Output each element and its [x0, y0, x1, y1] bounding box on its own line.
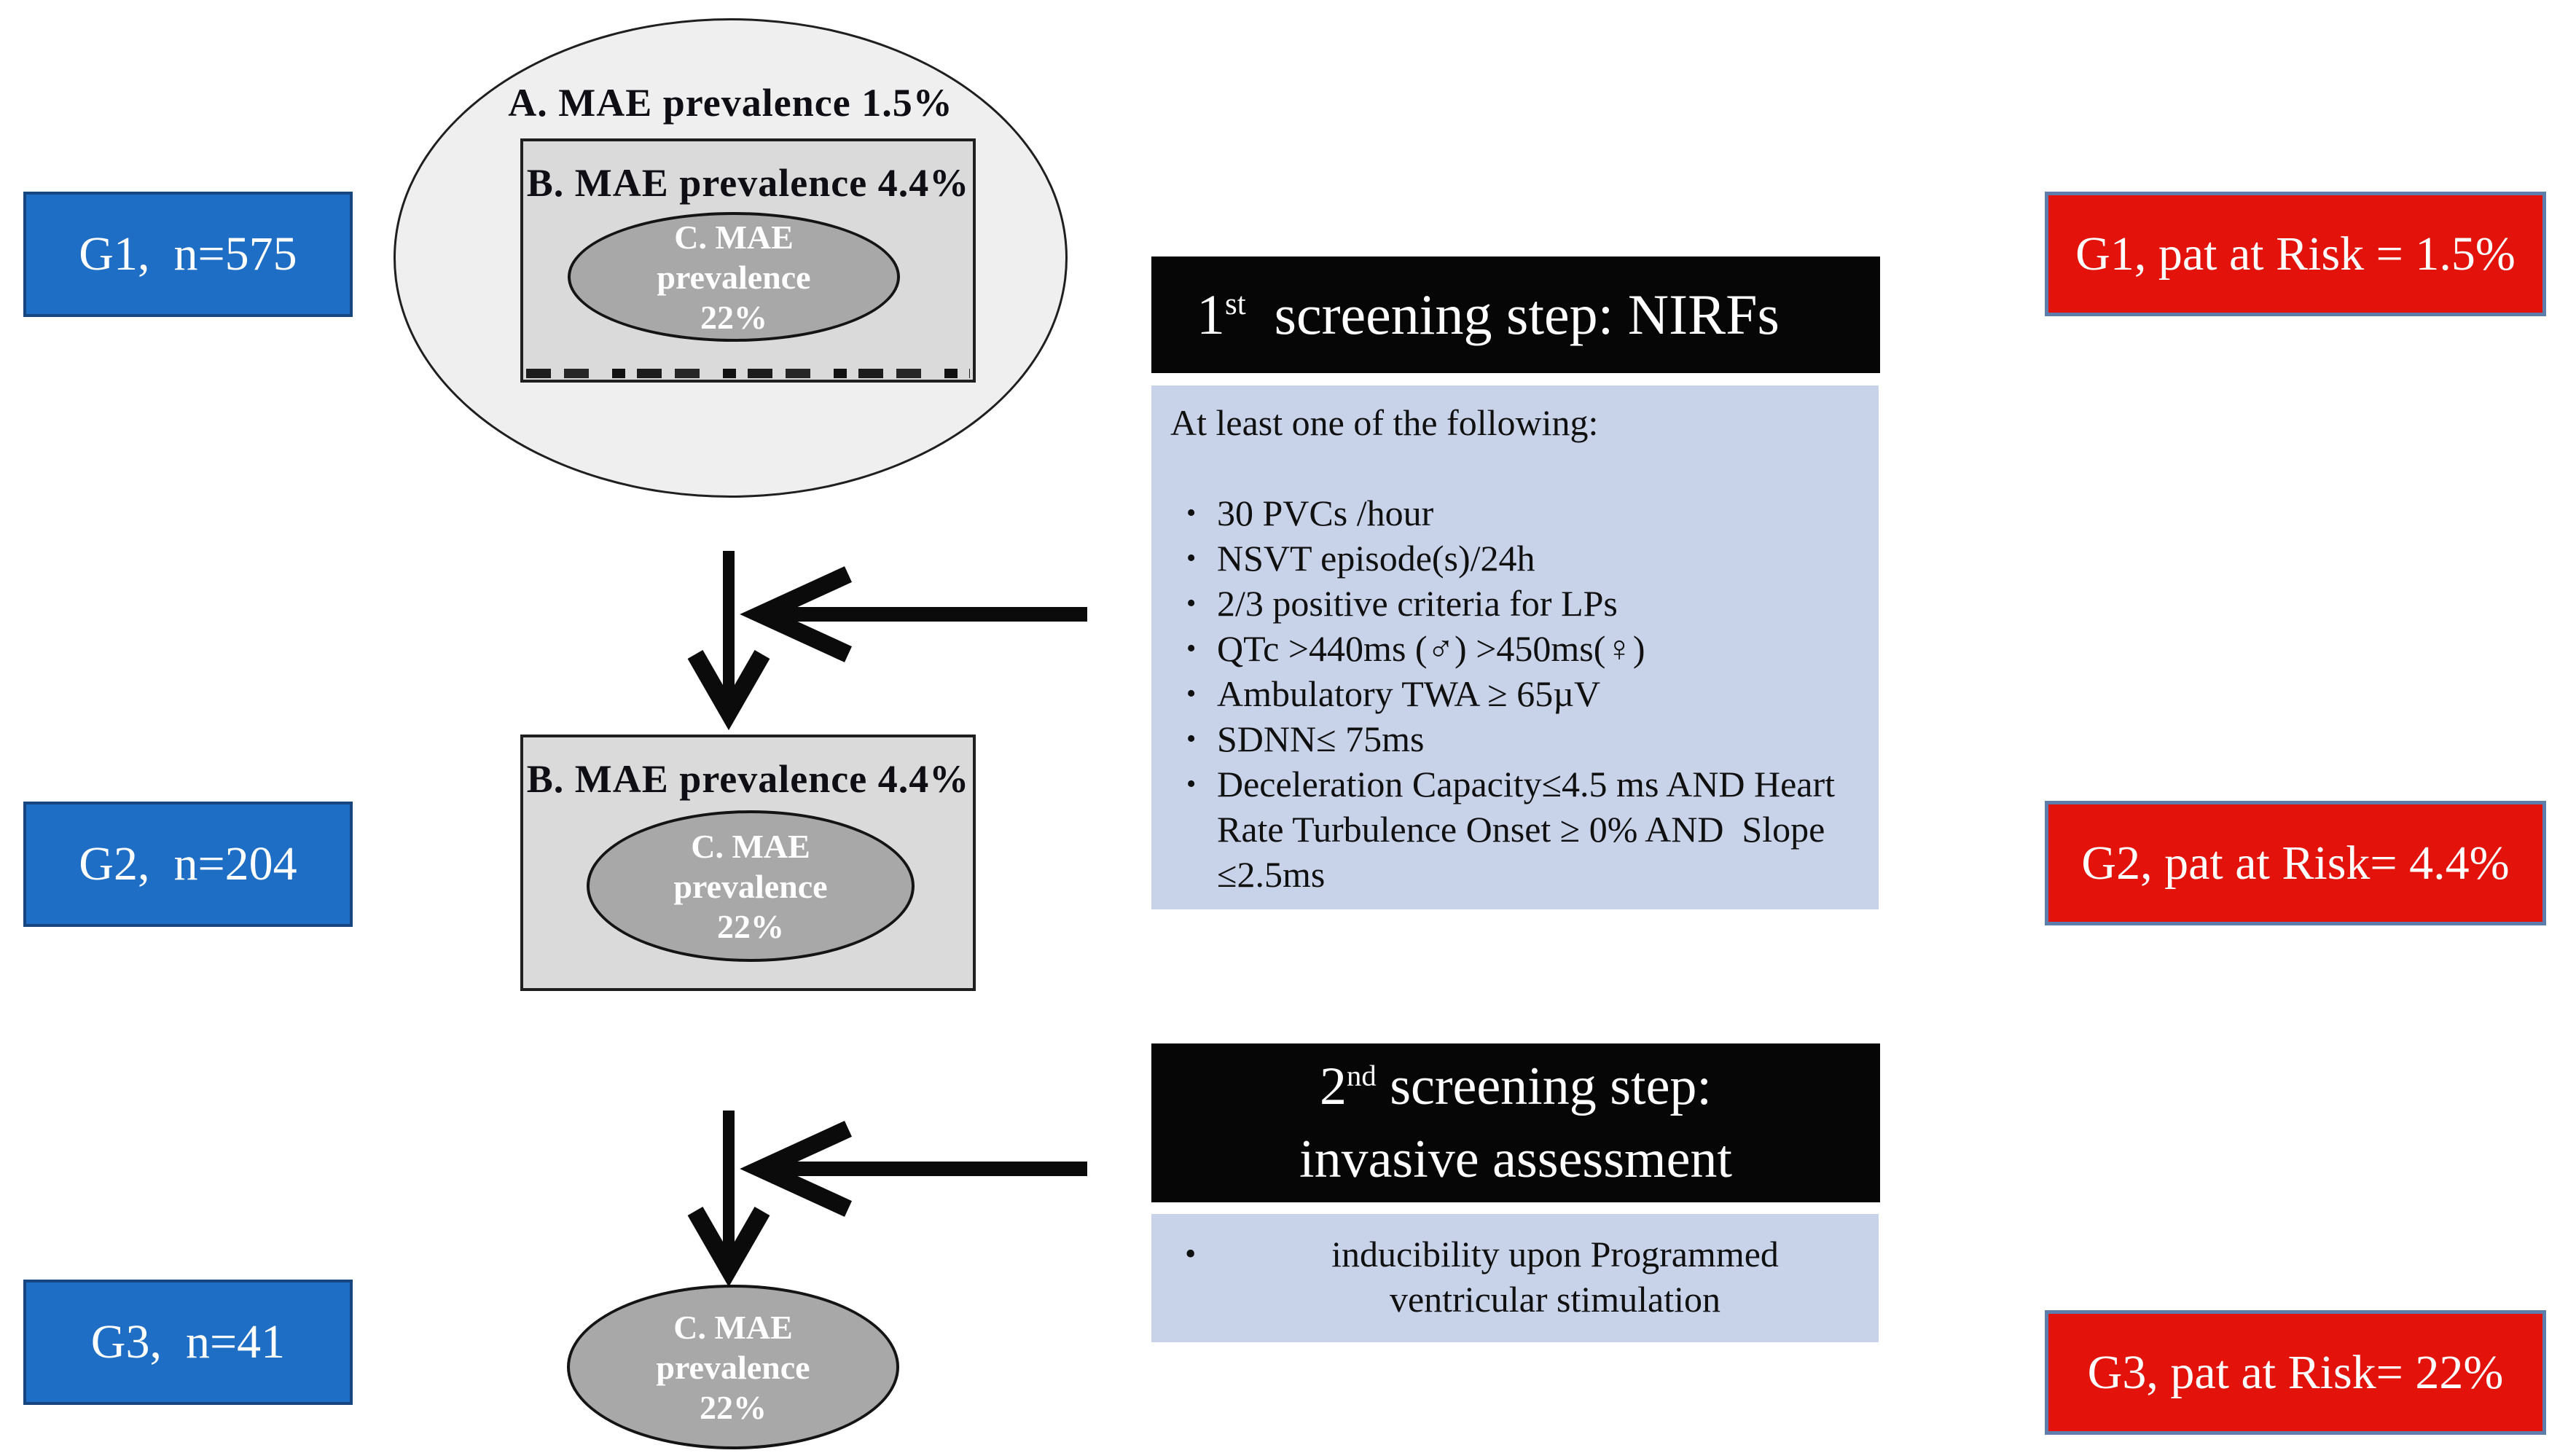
bullet-icon: • [1186, 724, 1197, 754]
c-label-line3: 22% [700, 298, 767, 336]
g1-risk-label: G1, pat at Risk = 1.5% [2075, 227, 2516, 281]
g3-count-label: G3, n=41 [90, 1315, 286, 1368]
criteria-item: inducibility upon Programmed ventricular… [1331, 1234, 1779, 1320]
venn-ellipse-c-bottom: C. MAE prevalence 22% [567, 1285, 899, 1449]
g1-count-box: G1, n=575 [23, 192, 353, 317]
g3-count-box: G3, n=41 [23, 1280, 353, 1405]
c-label-line2: prevalence [656, 1348, 810, 1386]
venn-ellipse-c-top: C. MAE prevalence 22% [568, 212, 900, 342]
bullet-icon: • [1186, 588, 1197, 619]
criteria-item: • SDNN≤ 75ms [1170, 716, 1858, 761]
c-label-line1: C. MAE [674, 218, 794, 256]
bullet-icon: • [1186, 543, 1197, 573]
step2-header: 2nd screening step: invasive assessment [1151, 1043, 1880, 1202]
left-arrow-1 [740, 566, 1087, 662]
down-arrow-1 [687, 551, 770, 731]
g1-count-label: G1, n=575 [79, 227, 297, 281]
c-label-line3: 22% [700, 1388, 767, 1426]
g1-risk-box: G1, pat at Risk = 1.5% [2045, 192, 2546, 316]
c-label-line1: C. MAE [673, 1308, 793, 1346]
g2-risk-label: G2, pat at Risk= 4.4% [2081, 836, 2510, 890]
g2-count-label: G2, n=204 [79, 837, 297, 890]
venn-label-a: A. MAE prevalence 1.5% [508, 81, 953, 125]
bullet-icon: • [1186, 769, 1197, 799]
criteria-item: • QTc >440ms (♂) >450ms(♀) [1170, 626, 1858, 671]
bullet-icon: • [1186, 678, 1197, 709]
step2-title-line1: 2nd screening step: [1320, 1057, 1712, 1116]
clipped-text-artifact [526, 369, 970, 378]
g3-risk-box: G3, pat at Risk= 22% [2045, 1310, 2546, 1435]
step1-header: 1st screening step: NIRFs [1151, 256, 1880, 373]
c-label-line3: 22% [717, 907, 784, 945]
step2-criteria-box: • inducibility upon Programmed ventricul… [1151, 1214, 1879, 1342]
bullet-icon: • [1186, 498, 1197, 528]
down-arrow-2 [687, 1111, 770, 1288]
criteria-item: • Ambulatory TWA ≥ 65µV [1170, 671, 1858, 716]
venn-label-b-mid: B. MAE prevalence 4.4% [526, 757, 970, 801]
criteria-item: • 30 PVCs /hour [1170, 490, 1858, 536]
step1-title: 1st screening step: NIRFs [1197, 283, 1780, 346]
criteria-item: • Deceleration Capacity≤4.5 ms AND Heart… [1170, 761, 1858, 897]
g2-count-box: G2, n=204 [23, 802, 353, 927]
c-label-line2: prevalence [657, 258, 811, 296]
criteria-item: • 2/3 positive criteria for LPs [1170, 581, 1858, 626]
g2-risk-box: G2, pat at Risk= 4.4% [2045, 801, 2546, 925]
step2-title-line2: invasive assessment [1299, 1129, 1732, 1189]
bullet-icon: • [1186, 633, 1197, 664]
left-arrow-2 [740, 1121, 1087, 1217]
c-label-line2: prevalence [673, 867, 828, 905]
c-label-line1: C. MAE [691, 827, 810, 865]
venn-ellipse-c-mid: C. MAE prevalence 22% [587, 810, 915, 962]
g3-risk-label: G3, pat at Risk= 22% [2087, 1345, 2504, 1399]
list-gap [1170, 445, 1858, 490]
criteria-item: • NSVT episode(s)/24h [1170, 536, 1858, 581]
bullet-icon: • [1185, 1236, 1197, 1272]
step1-criteria-box: At least one of the following: • 30 PVCs… [1151, 385, 1879, 909]
step1-intro: At least one of the following: [1170, 402, 1599, 443]
venn-label-b-top: B. MAE prevalence 4.4% [526, 161, 970, 205]
